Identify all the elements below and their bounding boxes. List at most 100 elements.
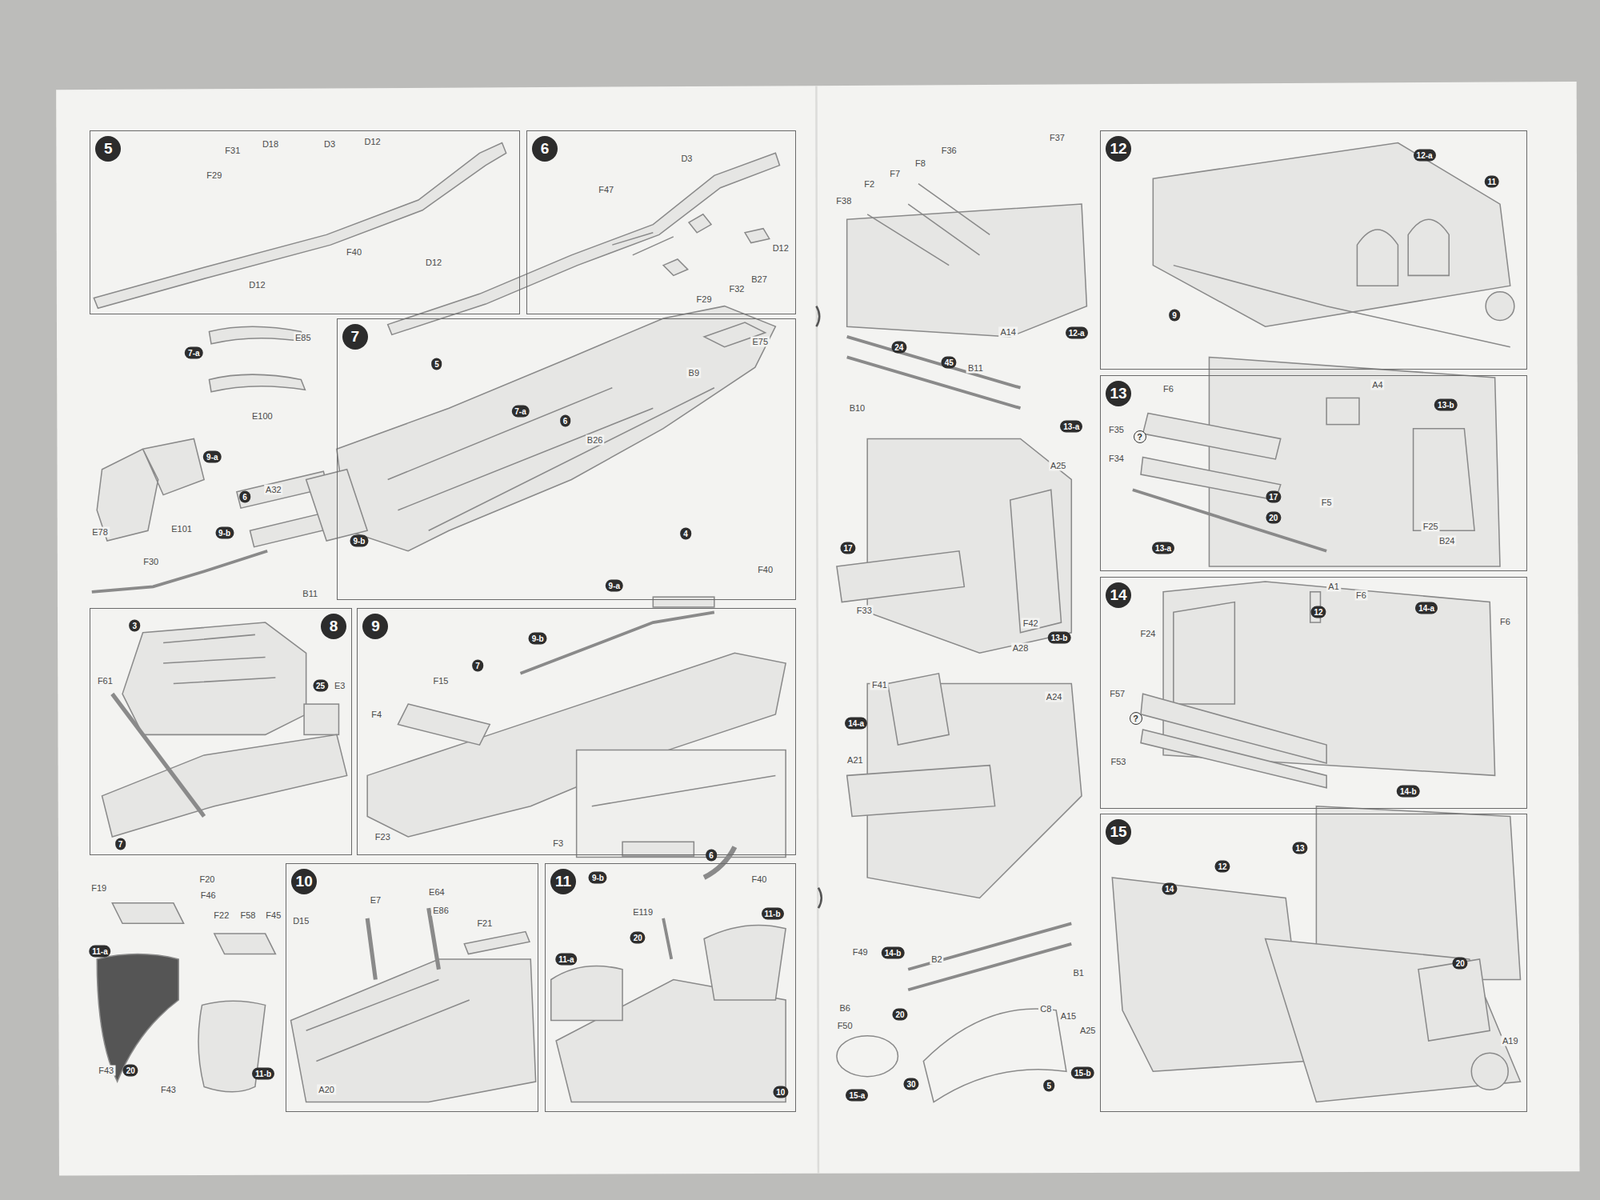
step-number: 14: [1105, 582, 1132, 608]
callout-number: 11-a: [88, 944, 111, 957]
part-number: A21: [845, 755, 865, 766]
part-number: D12: [247, 279, 267, 290]
callout-number: 9-a: [605, 580, 624, 592]
callout-number: 13-b: [1048, 632, 1072, 644]
part-number: F15: [432, 675, 451, 686]
callout-number: 17: [1265, 491, 1281, 504]
callout-number: 20: [630, 932, 646, 944]
part-number: A14: [998, 326, 1018, 337]
callout-number: 15-a: [845, 1088, 868, 1101]
part-number: A4: [1370, 379, 1384, 390]
callout-number: 12-a: [1413, 148, 1436, 161]
callout-number: 9-a: [203, 451, 221, 464]
callout-number: 9-b: [349, 535, 368, 548]
part-number: A32: [264, 484, 284, 496]
part-number: B1: [1071, 967, 1085, 978]
part-number: F2: [862, 178, 876, 189]
part-number: B26: [585, 434, 605, 445]
assembly-step-panel: 9: [356, 608, 796, 856]
callout-number: 9-b: [588, 871, 608, 884]
callout-number: 14-a: [844, 717, 868, 730]
part-number: F25: [1421, 521, 1440, 532]
part-number: F47: [596, 184, 616, 196]
part-number: E3: [332, 680, 347, 692]
callout-number: 14-a: [1415, 602, 1438, 615]
part-number: A28: [1011, 642, 1031, 653]
part-number: F57: [1108, 688, 1127, 700]
staple: [816, 306, 821, 909]
part-number: F7: [888, 168, 902, 179]
part-number: F5: [1320, 496, 1334, 508]
part-number: F50: [836, 1020, 855, 1031]
callout-number: 12-a: [1065, 326, 1088, 339]
part-number: F20: [197, 874, 216, 885]
part-number: F21: [475, 918, 494, 929]
part-number: F49: [851, 947, 870, 958]
part-number: F46: [199, 889, 218, 900]
part-number: F53: [1108, 756, 1128, 767]
part-number: B6: [837, 1003, 852, 1014]
callout-number: 7: [115, 837, 127, 850]
part-number: F6: [1161, 383, 1176, 394]
assembly-step-panel: 11: [544, 863, 796, 1112]
callout-number: 17: [840, 541, 856, 554]
step-number: 5: [95, 136, 121, 162]
assembly-step-panel: 12: [1100, 130, 1528, 369]
callout-number: 25: [312, 680, 328, 692]
part-number: F34: [1107, 452, 1126, 464]
assembly-step-panel: 7: [336, 318, 796, 600]
part-number: D3: [679, 152, 694, 164]
step-number: 11: [550, 868, 576, 895]
callout-number: 20: [123, 1064, 139, 1077]
callout-number: 6: [239, 491, 251, 504]
callout-number: 20: [1265, 511, 1281, 524]
part-number: A1: [1326, 581, 1340, 592]
callout-number: 7-a: [184, 347, 203, 360]
part-number: E75: [750, 336, 770, 348]
part-number: E119: [631, 907, 655, 918]
part-number: F40: [749, 874, 768, 885]
part-number: F6: [1354, 589, 1368, 600]
part-number: F43: [159, 1084, 178, 1096]
assembly-step-panel: 10: [285, 863, 539, 1112]
step-number: 6: [532, 136, 558, 162]
assembly-step-panel: 5: [89, 130, 520, 315]
part-number: D12: [362, 136, 382, 148]
part-number: F4: [369, 708, 384, 720]
part-number: E100: [250, 411, 275, 422]
callout-number: 12: [1214, 860, 1230, 872]
part-number: A25: [1048, 460, 1068, 471]
part-number: B2: [929, 953, 944, 964]
assembly-step-panel: 6: [526, 130, 796, 315]
part-number: F38: [834, 196, 853, 207]
step-number: 13: [1105, 380, 1132, 407]
part-number: F43: [96, 1065, 116, 1076]
part-number: F22: [212, 910, 231, 921]
callout-number: 9-b: [528, 632, 548, 645]
callout-number: 6: [560, 414, 572, 427]
part-number: F32: [727, 283, 746, 294]
callout-number: 11-b: [761, 907, 784, 920]
part-sketches: [92, 143, 1521, 1103]
part-number: F61: [96, 675, 115, 686]
callout-number: 5: [1043, 1080, 1055, 1092]
part-number: F37: [1048, 132, 1067, 144]
part-number: F36: [940, 144, 959, 156]
callout-number: 6: [705, 848, 717, 861]
part-number: A20: [316, 1084, 336, 1096]
callout-number: 11-b: [252, 1067, 275, 1080]
part-number: B11: [300, 588, 320, 600]
part-number: F58: [238, 910, 257, 921]
part-number: F31: [223, 144, 242, 156]
part-number: E101: [169, 523, 194, 534]
part-number: D12: [771, 242, 791, 253]
part-number: E85: [293, 332, 313, 344]
callout-number: 10: [772, 1085, 788, 1098]
part-number: F3: [551, 837, 565, 848]
part-number: B11: [966, 363, 985, 374]
part-number: F23: [373, 831, 392, 842]
part-number: B24: [1437, 536, 1457, 547]
callout-number: 14: [1161, 882, 1177, 895]
callout-number: 7-a: [511, 405, 529, 418]
part-number: F29: [204, 170, 224, 181]
